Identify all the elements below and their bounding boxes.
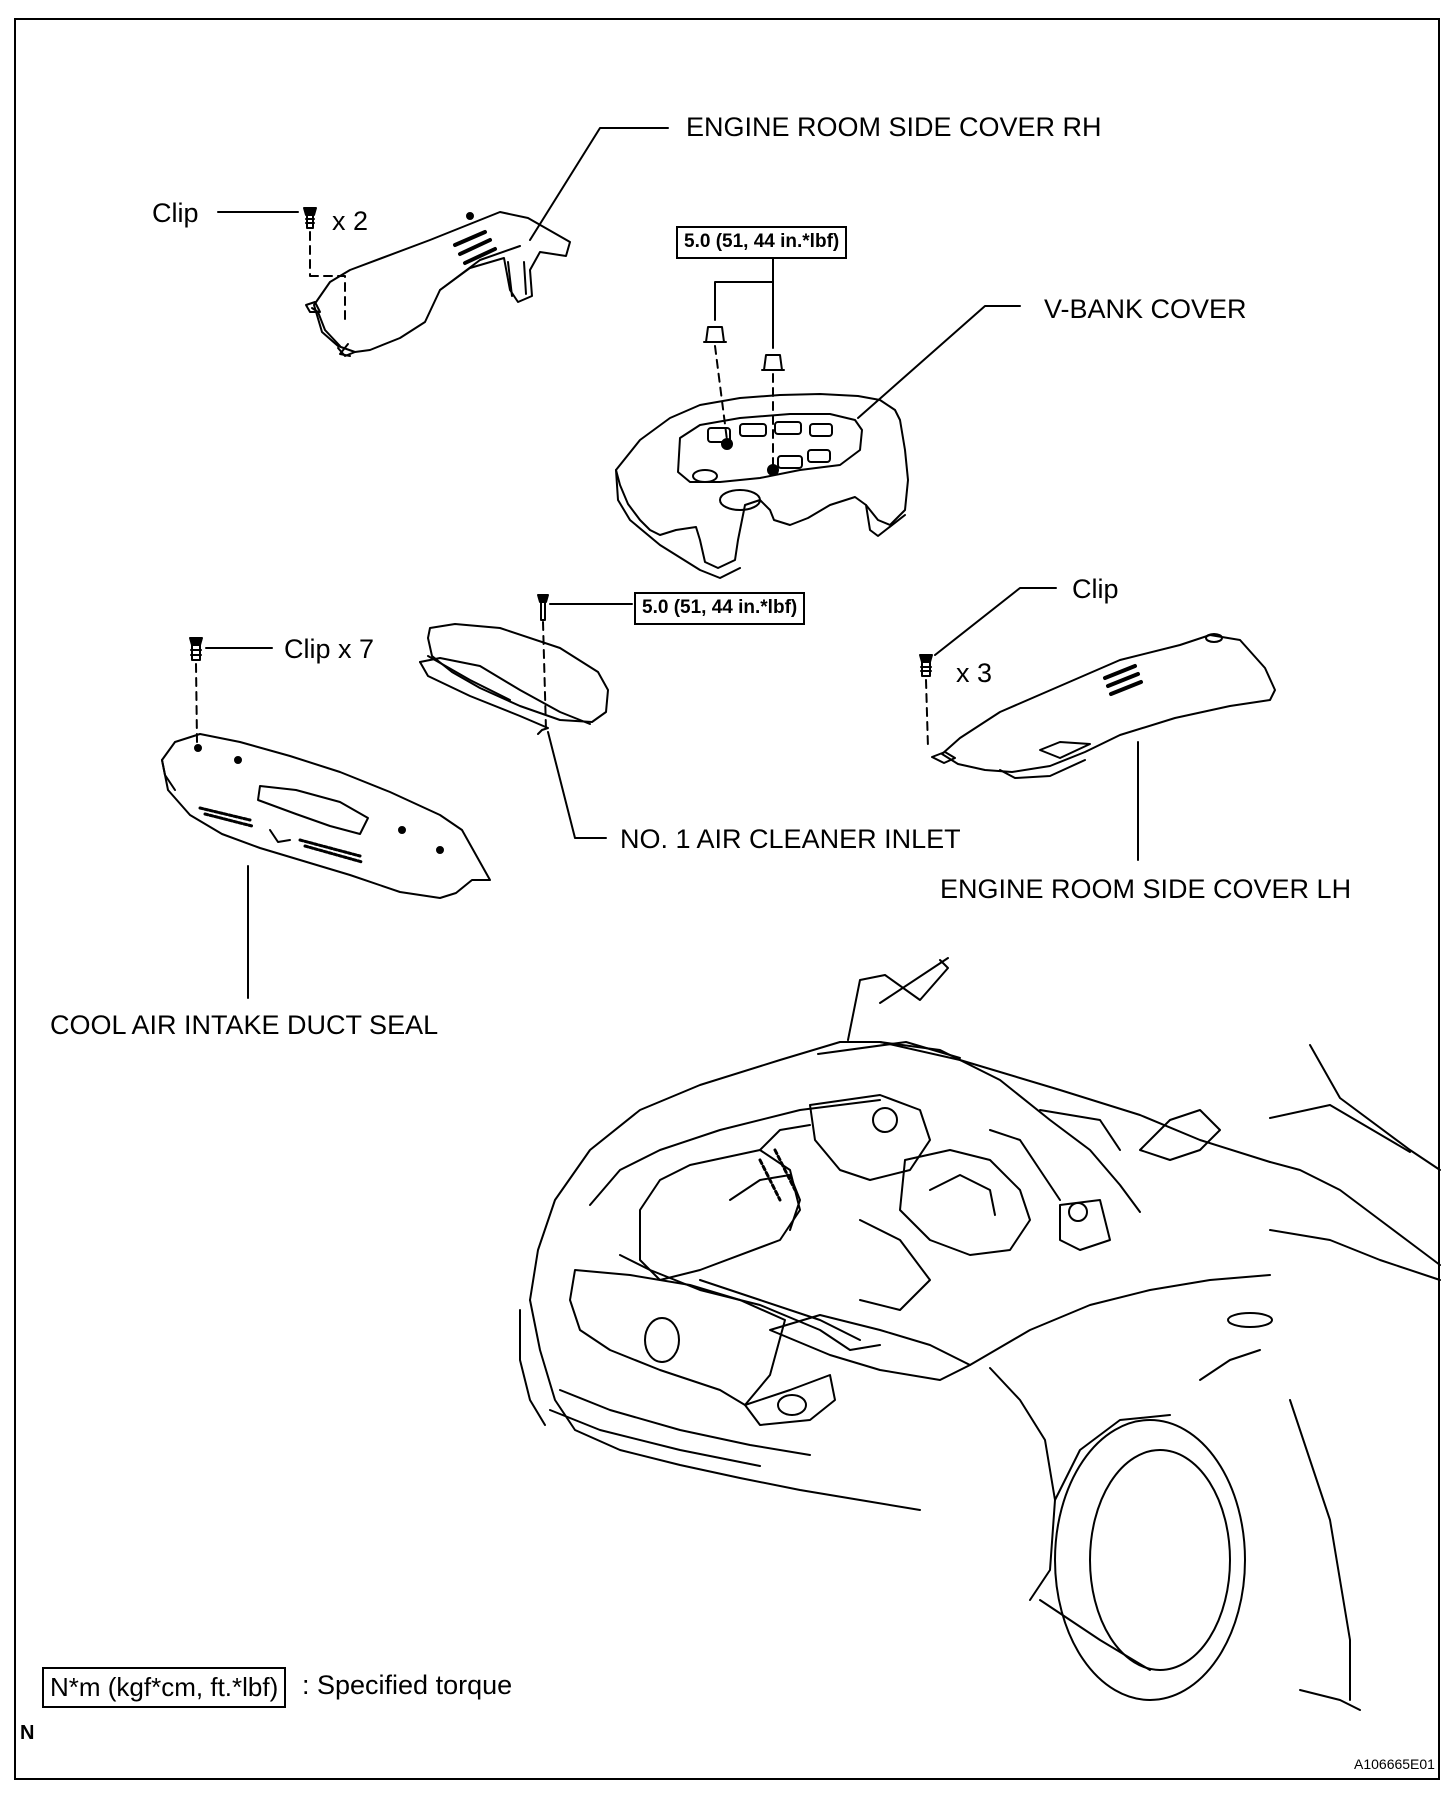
torque-spec-v-bank: 5.0 (51, 44 in.*lbf): [676, 226, 848, 259]
clip-seal-icon: [189, 637, 203, 661]
clip-lh-guide: [925, 679, 929, 749]
v-bank-leader: [857, 305, 1021, 419]
label-engine-room-side-cover-rh: ENGINE ROOM SIDE COVER RH: [686, 112, 1102, 142]
v-bank-cover: [615, 393, 909, 579]
engine-room-side-cover-lh: [931, 633, 1276, 779]
label-engine-room-side-cover-lh: ENGINE ROOM SIDE COVER LH: [940, 874, 1352, 904]
legend-description: : Specified torque: [302, 1670, 513, 1700]
label-v-bank-cover: V-BANK COVER: [1044, 294, 1247, 324]
figure-code: A106665E01: [1354, 1756, 1435, 1772]
v-bank-nut-left-icon: [703, 326, 727, 343]
clip-lh-leader: [934, 587, 1057, 656]
cool-air-intake-duct-seal: [161, 733, 491, 899]
legend-torque-unit-box: N*m (kgf*cm, ft.*lbf): [42, 1667, 287, 1708]
rh-cover-hole: [466, 212, 474, 220]
label-clip-lh: Clip: [1072, 574, 1119, 604]
clip-rh-guide: [309, 231, 346, 321]
air-inlet-guide: [542, 621, 547, 731]
label-no1-air-cleaner-inlet: NO. 1 AIR CLEANER INLET: [620, 824, 961, 854]
north-mark: N: [20, 1722, 35, 1744]
clip-rh-icon: [303, 207, 317, 229]
diagram-frame: [14, 18, 1440, 1780]
air-inlet-leader: [547, 731, 607, 839]
v-bank-torque-leader: [714, 281, 774, 349]
v-bank-guide-left: [714, 345, 728, 441]
torque-spec-air-inlet: 5.0 (51, 44 in.*lbf): [634, 592, 806, 625]
label-clip-rh-qty: x 2: [332, 206, 369, 236]
label-clip-lh-qty: x 3: [956, 658, 993, 688]
label-cool-air-intake-duct-seal: COOL AIR INTAKE DUCT SEAL: [50, 1010, 439, 1040]
no1-air-cleaner-inlet: [419, 623, 609, 735]
label-clip-seal: Clip x 7: [284, 634, 375, 664]
air-inlet-bolt-icon: [537, 594, 549, 621]
label-clip-rh: Clip: [152, 198, 199, 228]
v-bank-nut-right-icon: [761, 354, 785, 371]
clip-seal-guide: [195, 663, 198, 743]
clip-lh-icon: [919, 654, 933, 677]
rh-cover-leader: [529, 127, 669, 241]
engine-room-side-cover-rh: [305, 211, 571, 357]
vehicle-front-illustration: [519, 957, 1441, 1711]
